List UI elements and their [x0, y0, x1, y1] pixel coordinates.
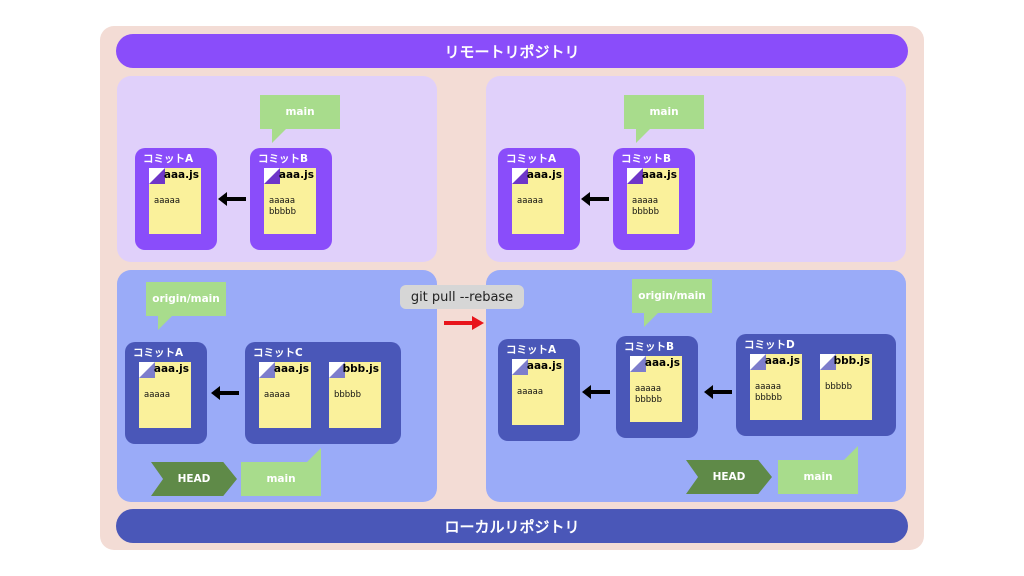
file-name: aaa.js	[526, 169, 562, 181]
branch-tag-pointer	[307, 448, 321, 462]
tracking-tag-origin-main: origin/main	[146, 282, 226, 316]
branch-tag-label: main	[649, 106, 679, 118]
file-content: aaaaa bbbbb	[269, 196, 296, 217]
command-label: git pull --rebase	[400, 285, 524, 309]
commit-label: コミットD	[744, 339, 795, 351]
branch-tag-pointer	[636, 129, 650, 143]
commit-label: コミットB	[258, 153, 309, 165]
file-content: aaaaa	[144, 390, 171, 400]
file-icon: aaa.js aaaaa	[512, 359, 564, 425]
pull-arrow-icon	[444, 316, 484, 330]
branch-tag-label: main	[266, 473, 296, 485]
commit-label: コミットA	[506, 344, 557, 356]
parent-arrow-icon	[582, 385, 610, 399]
file-name: aaa.js	[644, 357, 680, 369]
branch-tag-main: main	[260, 95, 340, 129]
branch-tag-main: main	[241, 462, 321, 496]
commit-label: コミットA	[506, 153, 557, 165]
branch-tag-label: main	[285, 106, 315, 118]
tracking-tag-pointer	[158, 316, 172, 330]
remote-repo-header: リモートリポジトリ	[116, 34, 908, 68]
file-content: aaaaa bbbbb	[635, 384, 662, 405]
file-name: aaa.js	[526, 360, 562, 372]
file-icon: aaa.js aaaaa bbbbb	[750, 354, 802, 420]
local-repo-header: ローカルリポジトリ	[116, 509, 908, 543]
file-icon: aaa.js aaaaa	[512, 168, 564, 234]
file-name: aaa.js	[273, 363, 309, 375]
commit-box: コミットA aaa.js aaaaa	[125, 342, 207, 444]
commit-box: コミットB aaa.js aaaaa bbbbb	[616, 336, 698, 438]
tracking-tag-label: origin/main	[638, 290, 706, 302]
file-icon: aaa.js aaaaa	[149, 168, 201, 234]
parent-arrow-icon	[581, 192, 609, 206]
file-icon: aaa.js aaaaa	[259, 362, 311, 428]
branch-tag-main: main	[624, 95, 704, 129]
file-content: aaaaa	[264, 390, 291, 400]
head-pointer-tag: HEAD	[151, 462, 237, 496]
commit-box: コミットB aaa.js aaaaa bbbbb	[613, 148, 695, 250]
branch-tag-label: main	[803, 471, 833, 483]
file-icon: bbb.js bbbbb	[329, 362, 381, 428]
tracking-tag-origin-main: origin/main	[632, 279, 712, 313]
commit-label: コミットB	[624, 341, 675, 353]
commit-label: コミットB	[621, 153, 672, 165]
file-content: aaaaa	[517, 196, 544, 206]
file-name: aaa.js	[278, 169, 314, 181]
file-name: aaa.js	[163, 169, 199, 181]
commit-label: コミットA	[143, 153, 194, 165]
branch-tag-pointer	[272, 129, 286, 143]
file-content: aaaaa bbbbb	[632, 196, 659, 217]
commit-box: コミットC aaa.js aaaaa bbb.js bbbbb	[245, 342, 401, 444]
file-name: bbb.js	[833, 355, 870, 367]
branch-tag-main: main	[778, 460, 858, 494]
parent-arrow-icon	[218, 192, 246, 206]
file-icon: aaa.js aaaaa bbbbb	[627, 168, 679, 234]
commit-label: コミットA	[133, 347, 184, 359]
file-name: bbb.js	[342, 363, 379, 375]
parent-arrow-icon	[211, 386, 239, 400]
commit-box: コミットB aaa.js aaaaa bbbbb	[250, 148, 332, 250]
tracking-tag-pointer	[644, 313, 658, 327]
commit-box: コミットA aaa.js aaaaa	[498, 148, 580, 250]
file-icon: aaa.js aaaaa bbbbb	[630, 356, 682, 422]
file-name: aaa.js	[641, 169, 677, 181]
commit-box: コミットD aaa.js aaaaa bbbbb bbb.js bbbbb	[736, 334, 896, 436]
file-icon: bbb.js bbbbb	[820, 354, 872, 420]
file-content: aaaaa	[154, 196, 181, 206]
commit-box: コミットA aaa.js aaaaa	[498, 339, 580, 441]
file-content: bbbbb	[334, 390, 361, 400]
tracking-tag-label: origin/main	[152, 293, 220, 305]
file-content: bbbbb	[825, 382, 852, 392]
commit-box: コミットA aaa.js aaaaa	[135, 148, 217, 250]
commit-label: コミットC	[253, 347, 303, 359]
file-name: aaa.js	[153, 363, 189, 375]
file-icon: aaa.js aaaaa	[139, 362, 191, 428]
head-pointer-tag: HEAD	[686, 460, 772, 494]
head-label: HEAD	[177, 473, 211, 485]
parent-arrow-icon	[704, 385, 732, 399]
branch-tag-pointer	[844, 446, 858, 460]
file-name: aaa.js	[764, 355, 800, 367]
file-content: aaaaa bbbbb	[755, 382, 782, 403]
file-icon: aaa.js aaaaa bbbbb	[264, 168, 316, 234]
head-label: HEAD	[712, 471, 746, 483]
file-content: aaaaa	[517, 387, 544, 397]
